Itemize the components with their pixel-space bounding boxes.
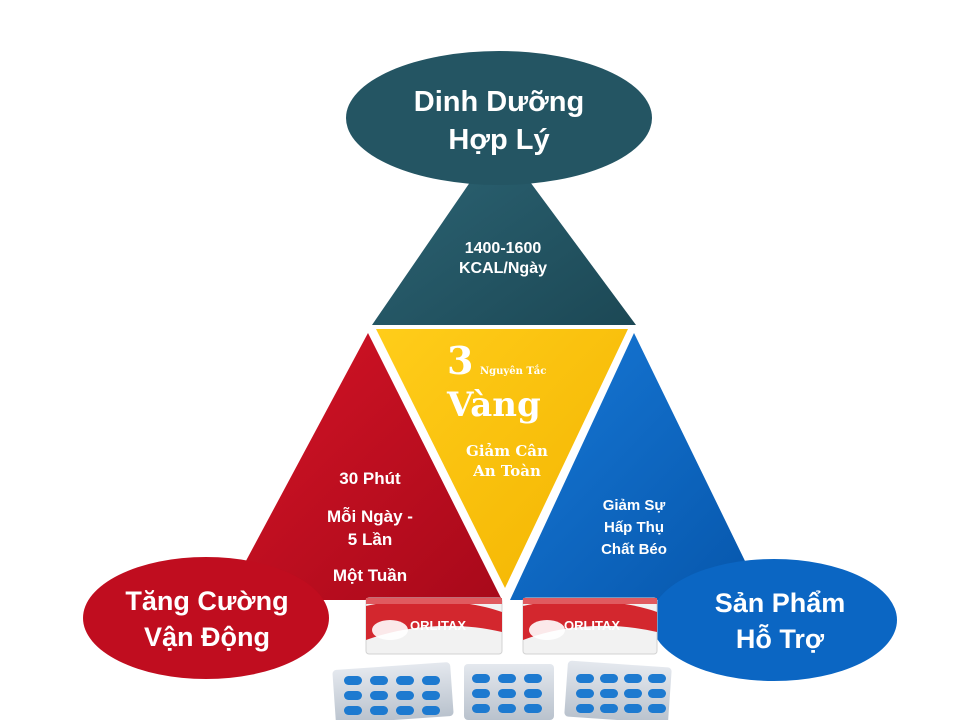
capsule [472,704,490,713]
right-triangle [510,333,764,600]
capsule [624,674,642,683]
capsule [624,704,642,713]
center-sub-line1: Giảm Cân [466,442,548,460]
capsule [648,689,666,698]
left-detail-line3: 5 Lần [348,530,392,549]
capsule [396,706,414,715]
left-ellipse [83,557,329,679]
capsule [498,704,516,713]
capsule [422,706,440,715]
left-title-line2: Vận Động [144,622,270,652]
left-detail-line2: Mỗi Ngày - [327,507,413,526]
product-box-right [522,597,658,655]
capsule [524,689,542,698]
capsule [600,704,618,713]
top-title-line2: Hợp Lý [448,124,549,156]
capsule [648,704,666,713]
product-brand-right: ORLITAX [564,618,620,633]
capsule [472,674,490,683]
capsule [600,674,618,683]
capsule [498,689,516,698]
capsule [648,674,666,683]
right-title-line2: Hỗ Trợ [736,623,825,654]
capsule [576,674,594,683]
capsule [370,691,388,700]
center-big-number: 3 [447,338,473,383]
capsule [472,689,490,698]
right-detail-line3: Chất Béo [601,541,667,558]
capsule [524,704,542,713]
top-triangle [372,140,636,325]
top-title-line1: Dinh Dưỡng [414,86,584,118]
capsule [624,689,642,698]
left-detail-line4: Một Tuần [333,566,407,585]
right-ellipse [651,559,897,681]
center-sub-line2: An Toàn [472,462,541,480]
capsule [396,691,414,700]
capsule [576,689,594,698]
capsule [422,676,440,685]
top-detail-line1: 1400-1600 [465,240,542,257]
capsule-group [344,674,666,715]
capsule [576,704,594,713]
center-small-text: Nguyên Tắc [480,365,546,377]
capsule [344,676,362,685]
capsule [370,676,388,685]
product-brand-left: ORLITAX [410,618,466,633]
product-box-left [365,597,503,655]
right-title-line1: Sản Phẩm [715,588,846,618]
left-detail-line1: 30 Phút [339,469,401,488]
top-ellipse [346,51,652,185]
left-triangle [225,333,502,600]
capsule [370,706,388,715]
right-detail-line2: Hấp Thụ [604,519,664,536]
capsule [498,674,516,683]
capsule [600,689,618,698]
capsule [396,676,414,685]
right-detail-line1: Giảm Sự [603,497,666,514]
capsule [524,674,542,683]
left-title-line1: Tăng Cường [125,586,288,616]
capsule [422,691,440,700]
capsule [344,691,362,700]
center-inverted-triangle [376,329,628,588]
capsule [344,706,362,715]
top-detail-line2: KCAL/Ngày [459,260,547,277]
center-big-word: Vàng [446,385,541,425]
